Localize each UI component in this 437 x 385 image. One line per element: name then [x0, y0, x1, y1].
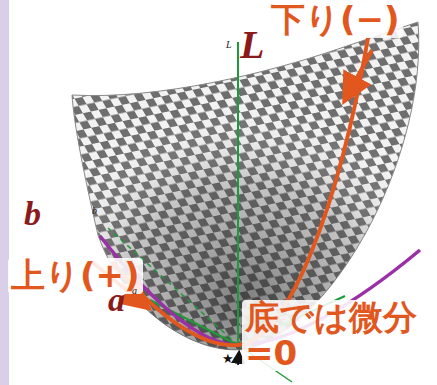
- axis-name-small: a: [132, 286, 137, 297]
- axis-name-small: b: [92, 206, 97, 217]
- bottom-note: 底では微分 =0: [242, 300, 434, 371]
- axis-name: b: [24, 196, 41, 232]
- star-arrow: [238, 353, 239, 365]
- slope-label: 下り(−): [268, 2, 403, 38]
- axis-name: a: [108, 282, 125, 318]
- down-arrow: [346, 50, 372, 98]
- side-bar: [0, 0, 9, 385]
- axis-name: L: [240, 24, 264, 66]
- l-axis: [237, 42, 239, 345]
- star-mark: ★: [222, 352, 234, 366]
- axis-name-small: L: [226, 40, 232, 51]
